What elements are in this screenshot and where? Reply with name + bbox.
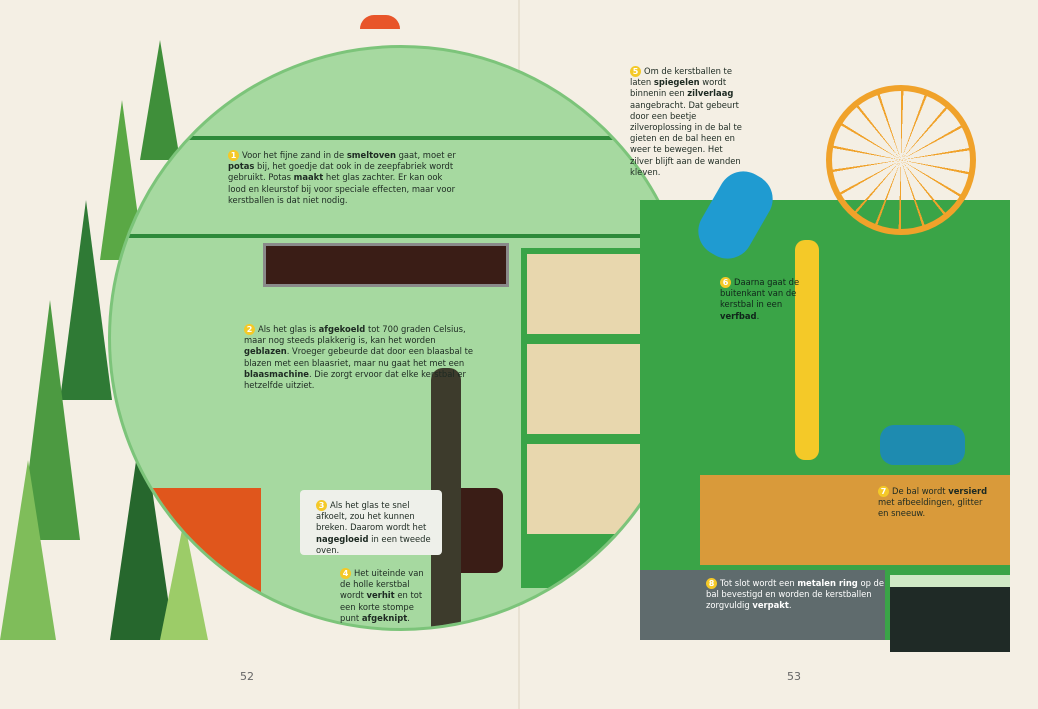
caption-text: in een tweede oven. [316, 533, 431, 555]
caption-keyword: potas [228, 161, 255, 172]
tree [0, 460, 56, 640]
caption-keyword: geblazen [244, 346, 287, 357]
caption-keyword: metalen ring [797, 578, 858, 588]
umbrella-icon [360, 15, 400, 29]
caption-keyword: afgeknipt [361, 612, 408, 623]
caption-text: het glas zachter. Er kan ook lood en kle… [228, 172, 456, 205]
caption-text: wordt binnenin een [630, 77, 727, 99]
tree [140, 40, 180, 160]
cooling-furnace [121, 488, 261, 628]
cooling-conveyor [263, 243, 509, 287]
caption-keyword: smeltoven [346, 150, 396, 160]
caption-text: Het uiteinde van de holle kerstbal wordt [340, 568, 424, 601]
caption-text: . Vroeger gebeurde dat door een blaasbal… [244, 346, 474, 368]
caption-text: Als het glas te snel afkoelt, zou het ku… [316, 500, 427, 533]
caption-keyword: verpakt [752, 600, 789, 611]
caption-keyword: verfbad [720, 310, 757, 321]
step-number-badge: 8 [706, 578, 717, 589]
caption-text: Om de kerstballen te laten [630, 66, 732, 88]
right-building [640, 200, 1010, 652]
storage-room [890, 575, 1010, 652]
caption-keyword: versierd [948, 486, 988, 496]
step-number-badge: 7 [878, 486, 889, 497]
caption-text: . Die zorgt ervoor dat elke kerstbal er … [244, 368, 466, 391]
step-number-badge: 1 [228, 150, 239, 161]
caption-text: aangebracht. Dat gebeurt door een beetje… [630, 99, 742, 177]
ferris-wheel [826, 85, 976, 235]
caption-text: . [788, 600, 792, 611]
caption-text: met afbeeldingen, glitter en sneeuw. [878, 497, 983, 519]
step-number-badge: 4 [340, 568, 351, 579]
caption-keyword: afgekoeld [318, 324, 366, 334]
page-number-left: 52 [240, 670, 254, 683]
step-number-badge: 5 [630, 66, 641, 77]
caption-keyword: verhit [366, 590, 395, 601]
packing-room [640, 570, 885, 640]
paint-slide [795, 240, 819, 460]
step-number-badge: 3 [316, 500, 327, 511]
caption-text: gaat, moet er [395, 150, 456, 160]
caption-keyword: nagegloeid [316, 533, 369, 544]
caption-text: . [756, 310, 760, 321]
page-number-right: 53 [787, 670, 801, 683]
caption-text: en tot een korte stompe punt [340, 590, 423, 623]
caption-text: Als het glas is [258, 324, 319, 334]
caption-text: . [407, 612, 410, 623]
caption-keyword: spiegelen [653, 77, 700, 88]
caption-text: op de bal bevestigd en worden de kerstba… [706, 578, 885, 611]
step-number-badge: 6 [720, 277, 731, 288]
caption-text: tot 700 graden Celsius, maar nog steeds … [244, 324, 466, 346]
caption-text: bij, het goedje dat ook in de zeepfabrie… [228, 161, 454, 183]
caption-text: De bal wordt [892, 486, 949, 496]
silver-tank [880, 425, 965, 465]
decoration-room [700, 475, 1010, 565]
caption-text: Tot slot wordt een [720, 578, 798, 588]
caption-keyword: maakt [293, 172, 324, 183]
caption-keyword: zilverlaag [687, 88, 734, 99]
caption-text: Daarna gaat de buitenkant van de kerstba… [720, 277, 800, 310]
floor [111, 234, 691, 238]
caption-keyword: blaasmachine [244, 368, 309, 379]
floor [171, 136, 631, 140]
caption-text: Voor het fijne zand in de [242, 150, 347, 160]
step-number-badge: 2 [244, 324, 255, 335]
